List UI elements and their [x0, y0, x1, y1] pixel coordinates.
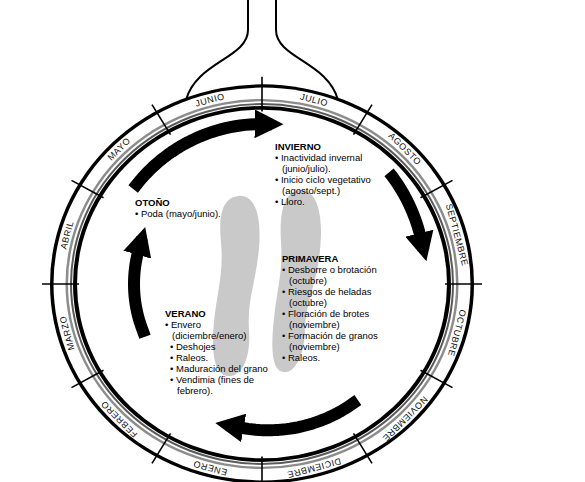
month-label: FEBRERO [99, 398, 140, 439]
month-tick [421, 370, 453, 387]
month-tick [445, 283, 482, 285]
season-heading: VERANO [165, 308, 277, 319]
month-tick [354, 105, 373, 135]
season-item: • Deshojes [170, 341, 277, 352]
month-tick [261, 77, 263, 112]
ring-outer [50, 84, 474, 482]
month-label: NOVIEMBRE [380, 394, 429, 443]
season-block: VERANO• Envero (diciembre/enero)• Deshoj… [145, 305, 277, 425]
month-label: AGOSTO [386, 131, 423, 168]
ring-band [54, 88, 471, 481]
month-tick [152, 433, 171, 463]
season-item: • Floración de brotes (noviembre) [282, 308, 411, 330]
ring-center [77, 110, 447, 459]
month-label: JULIO [299, 92, 329, 109]
ring-stripe [68, 101, 456, 466]
month-tick [152, 105, 171, 135]
cycle-arrow [227, 400, 358, 430]
season-item: • Raleos. [282, 352, 411, 363]
cycle-arrow [133, 124, 272, 189]
season-item: • Envero (diciembre/enero) [165, 319, 277, 341]
footprint-shape [213, 196, 260, 376]
month-tick [72, 180, 104, 197]
month-label: DICIEMBRE [286, 456, 342, 480]
month-tick [42, 283, 79, 285]
season-item: • Desborre o brotación (octubre) [282, 264, 411, 286]
stem-outline [276, 0, 338, 100]
season-item: • Maduración del grano [170, 363, 277, 374]
season-item: • Riesgos de heladas (octubre) [282, 286, 411, 308]
season-item: • Inicio ciclo vegetativo (agosto/sept.) [275, 174, 389, 196]
season-item: • Raleos. [170, 352, 277, 363]
month-tick [421, 180, 453, 197]
season-item: • Lloro. [275, 196, 389, 207]
month-label: JUNIO [194, 91, 226, 108]
month-label: SEPTIEMBRE [444, 203, 470, 267]
month-label: MAYO [106, 136, 133, 163]
cycle-arrow [389, 172, 424, 250]
month-tick [354, 433, 373, 463]
cycle-arrow [134, 238, 145, 337]
month-tick [261, 456, 263, 482]
season-block: PRIMAVERA• Desborre o brotación (octubre… [280, 250, 425, 400]
season-item: • Poda (mayo/junio). [135, 208, 242, 219]
ring-stripe [70, 103, 454, 465]
edge-group [133, 124, 423, 430]
season-block: INVIERNO• Inactividad invernal (junio/ju… [272, 122, 389, 222]
season-item: • Vendimia (fines de febrero). [170, 374, 277, 396]
ring-stripe [72, 105, 452, 463]
season-heading: OTOÑO [135, 197, 242, 208]
season-heading: PRIMAVERA [282, 253, 411, 264]
ring-stripe [66, 99, 459, 469]
month-label: ABRIL [58, 219, 75, 250]
ring-inner [73, 106, 451, 462]
month-label: ENERO [191, 458, 227, 477]
season-heading: INVIERNO [275, 141, 389, 152]
stem-outline [186, 0, 248, 100]
season-item: • Inactividad invernal (junio/julio). [275, 152, 389, 174]
month-tick [72, 370, 104, 387]
month-label: MARZO [57, 315, 76, 352]
season-block: OTOÑO• Poda (mayo/junio). [132, 189, 242, 238]
month-ticks [42, 77, 482, 482]
season-item: • Formación de granos (noviembre) [282, 330, 411, 352]
month-label: OCTUBRE [446, 309, 468, 358]
